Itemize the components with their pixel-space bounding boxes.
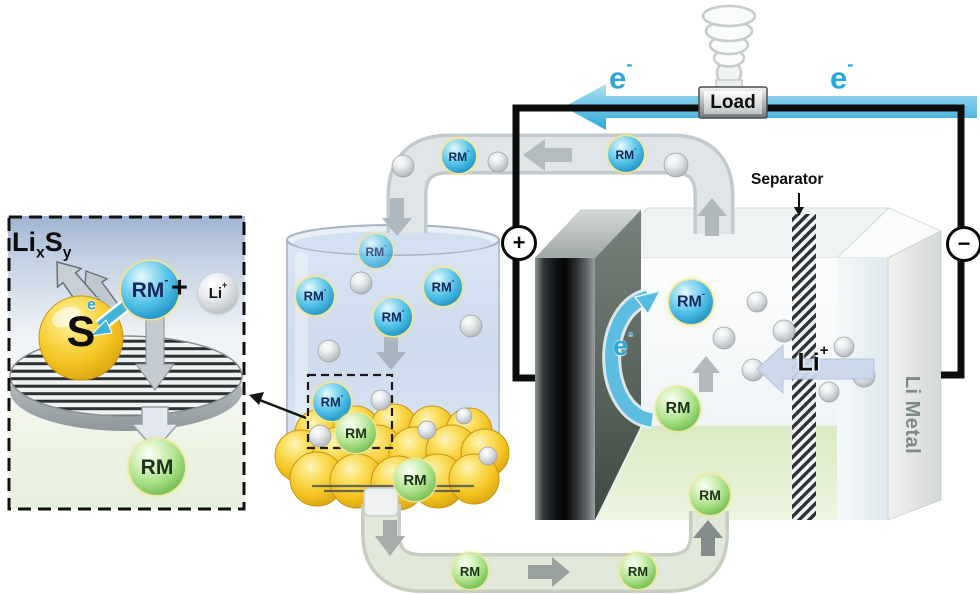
cathode-front-face bbox=[535, 258, 595, 520]
electron-label-cell: e- bbox=[613, 324, 634, 361]
rm-sphere: RM bbox=[452, 553, 488, 589]
minus-terminal: − bbox=[946, 226, 980, 262]
li-metal-front-face bbox=[837, 258, 888, 520]
load-label: Load bbox=[710, 91, 756, 113]
inset-border bbox=[7, 215, 246, 511]
inset-reaction-scheme bbox=[9, 261, 243, 452]
rm-minus-sphere: RM- bbox=[121, 261, 179, 319]
rm-minus-sphere: RM- bbox=[313, 383, 351, 421]
gas-bubbles-beaker bbox=[308, 271, 498, 466]
plus-sign: + bbox=[171, 272, 188, 304]
pipe-right-arrow-icon bbox=[528, 557, 570, 587]
li-ion-sphere: Li+ bbox=[198, 273, 238, 313]
bottom-transfer-pipe bbox=[361, 487, 729, 593]
cell-floor bbox=[597, 426, 837, 520]
rm-minus-sphere: RM- bbox=[424, 268, 462, 306]
separator-pointer-icon bbox=[794, 193, 804, 216]
li-metal-label: Li Metal bbox=[901, 375, 923, 455]
top-transfer-pipe bbox=[382, 133, 735, 236]
pipe-down-arrow-icon bbox=[375, 520, 405, 556]
rm-minus-sphere: RM- bbox=[359, 234, 393, 268]
sink-arrow-icon bbox=[376, 337, 406, 370]
light-bulb-icon bbox=[701, 4, 757, 90]
li-metal-side-face bbox=[887, 230, 942, 521]
plus-terminal: + bbox=[501, 225, 537, 261]
release-arrow-icon bbox=[130, 406, 180, 452]
cell-up-arrow-icon bbox=[692, 356, 720, 392]
vessel-outlet bbox=[363, 487, 399, 517]
battery-cell bbox=[534, 207, 943, 521]
pipe-down-arrow-icon bbox=[382, 198, 412, 236]
sphere-gloss bbox=[51, 306, 81, 328]
rm-sphere: RM bbox=[690, 475, 730, 515]
rm-minus-sphere: RM- bbox=[608, 136, 644, 172]
rm-minus-sphere: RM- bbox=[442, 139, 476, 173]
rm-sphere: RM bbox=[394, 459, 436, 501]
electron-transfer-arrow bbox=[602, 287, 662, 430]
electron-label-left: e- bbox=[609, 52, 633, 96]
electron-label-right: e- bbox=[830, 52, 854, 96]
magnify-connector bbox=[249, 392, 307, 420]
liquid-surface bbox=[294, 231, 492, 255]
diffusion-arrow-icon bbox=[135, 315, 175, 391]
rm-minus-sphere: RM- bbox=[296, 277, 334, 315]
rm-sphere: RM bbox=[656, 387, 700, 431]
rm-sphere: RM bbox=[129, 439, 185, 495]
pipe-up-arrow-icon bbox=[697, 198, 727, 236]
pipe-up-arrow-icon bbox=[693, 520, 723, 556]
li-ion-arrow bbox=[756, 343, 875, 395]
rm-sphere: RM bbox=[336, 413, 376, 453]
rm-minus-sphere: RM- bbox=[374, 298, 412, 336]
reactor-vessel bbox=[274, 224, 510, 511]
sulfur-label: S bbox=[66, 308, 96, 356]
lixsy-label: LixSy bbox=[12, 227, 72, 262]
li-ion-arrow-label: Li+ bbox=[797, 342, 829, 377]
load-box bbox=[698, 86, 768, 119]
pipe-left-arrow-icon bbox=[523, 139, 572, 171]
separator-label: Separator bbox=[751, 171, 824, 188]
rm-minus-sphere: RM- bbox=[669, 280, 713, 324]
rm-sphere: RM bbox=[620, 553, 656, 589]
electron-label: e- bbox=[87, 291, 100, 314]
